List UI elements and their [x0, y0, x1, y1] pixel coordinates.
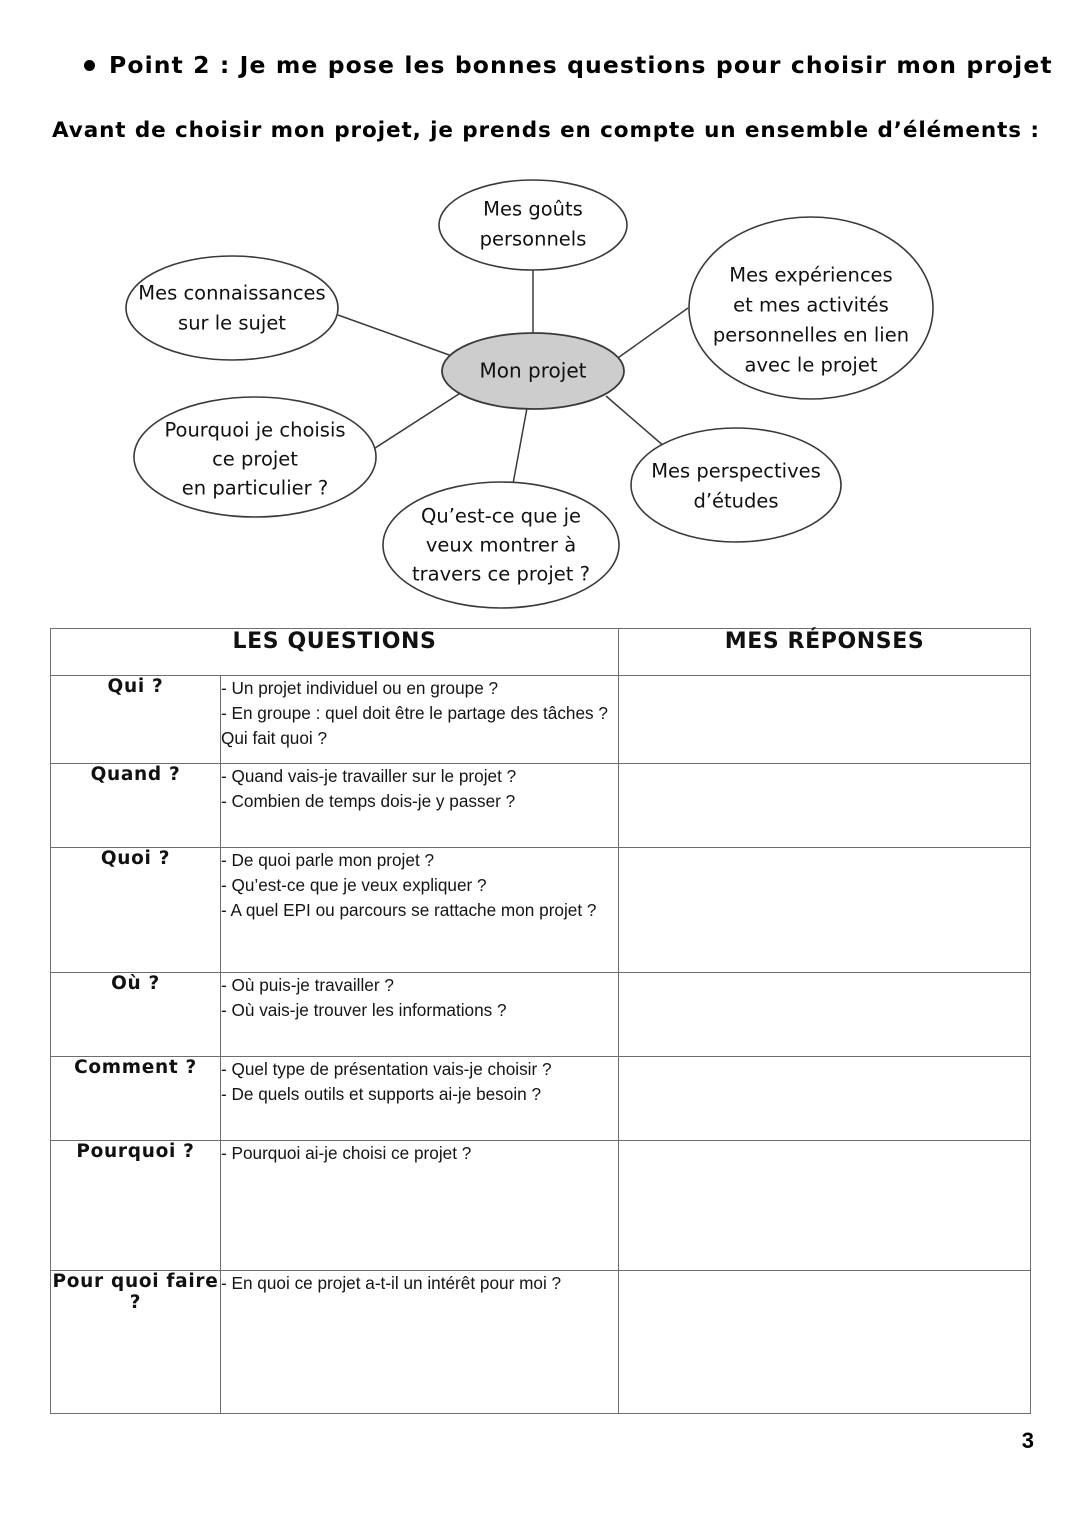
mindmap-node-montrer: Qu’est-ce que je veux montrer à travers …: [382, 481, 620, 609]
row-label-pourquoi: Pourquoi ?: [50, 1140, 221, 1271]
node-gouts-line-0: Mes goûts: [483, 198, 583, 221]
node-experiences-line-3: avec le projet: [745, 354, 878, 377]
mindmap-node-experiences: Mes expériences et mes activités personn…: [688, 216, 934, 400]
row-questions-quoi: - De quoi parle mon projet ? - Qu’est-ce…: [219, 847, 620, 973]
page-number: 3: [1021, 1428, 1034, 1453]
table-row: Quand ? - Quand vais-je travailler sur l…: [50, 763, 1032, 848]
node-experiences-line-1: et mes activités: [733, 294, 889, 317]
table-header-row: LES QUESTIONS MES RÉPONSES: [49, 628, 1032, 676]
row-questions-ou: - Où puis-je travailler ? - Où vais-je t…: [219, 972, 620, 1057]
mindmap-node-pourquoi: Pourquoi je choisis ce projet en particu…: [133, 396, 377, 518]
node-montrer-line-1: veux montrer à: [426, 534, 576, 557]
question-line: - Combien de temps dois-je y passer ?: [221, 790, 516, 811]
bullet-dot-icon: [84, 60, 95, 71]
question-line: - Qu’est-ce que je veux expliquer ?: [221, 874, 487, 895]
node-gouts-line-1: personnels: [480, 228, 587, 251]
table-row: Pourquoi ? - Pourquoi ai-je choisi ce pr…: [50, 1140, 1032, 1271]
node-pourquoi-line-2: en particulier ?: [182, 477, 328, 500]
mindmap-node-connaissances: Mes connaissances sur le sujet: [125, 255, 339, 361]
row-questions-pour-quoi-faire: - En quoi ce projet a-t-il un intérêt po…: [219, 1270, 620, 1414]
question-line: - De quels outils et supports ai-je beso…: [221, 1083, 542, 1104]
answer-cell-ou[interactable]: [618, 972, 1032, 1057]
row-label-comment: Comment ?: [50, 1056, 221, 1141]
row-label-quand: Quand ?: [50, 763, 221, 848]
table-row: Comment ? - Quel type de présentation va…: [50, 1056, 1032, 1141]
table-row: Où ? - Où puis-je travailler ? - Où vais…: [50, 972, 1032, 1057]
question-line: - Un projet individuel ou en groupe ?: [221, 678, 499, 698]
row-questions-pourquoi: - Pourquoi ai-je choisi ce projet ?: [219, 1140, 620, 1271]
row-label-ou: Où ?: [50, 972, 221, 1057]
node-experiences-line-0: Mes expériences: [729, 264, 892, 287]
answer-cell-quoi[interactable]: [618, 847, 1032, 973]
node-montrer-line-0: Qu’est-ce que je: [421, 505, 581, 528]
table-row: Qui ? - Un projet individuel ou en group…: [50, 675, 1032, 764]
node-perspectives-line-1: d’études: [693, 490, 778, 513]
mindmap-diagram: Mes goûts personnels Mes connaissances s…: [0, 160, 1080, 615]
mindmap-node-perspectives: Mes perspectives d’études: [630, 427, 842, 543]
answer-cell-pour-quoi-faire[interactable]: [618, 1270, 1032, 1414]
node-center-label: Mon projet: [480, 359, 587, 383]
questions-answers-table: LES QUESTIONS MES RÉPONSES Qui ? - Un pr…: [49, 628, 1032, 1414]
row-questions-comment: - Quel type de présentation vais-je choi…: [219, 1056, 620, 1141]
node-experiences-line-2: personnelles en lien: [713, 324, 909, 347]
question-line: - En quoi ce projet a-t-il un intérêt po…: [221, 1273, 562, 1293]
node-pourquoi-line-0: Pourquoi je choisis: [164, 419, 345, 442]
question-line: - De quoi parle mon projet ?: [221, 850, 435, 870]
node-montrer-line-2: travers ce projet ?: [412, 563, 590, 586]
connector-pourquoi: [371, 391, 463, 451]
node-pourquoi-line-1: ce projet: [212, 448, 298, 471]
row-questions-qui: - Un projet individuel ou en groupe ? - …: [219, 675, 620, 764]
answer-cell-quand[interactable]: [618, 763, 1032, 848]
header-les-questions: LES QUESTIONS: [49, 628, 620, 676]
row-label-quoi: Quoi ?: [50, 847, 221, 973]
connector-experiences: [614, 307, 689, 361]
question-line: - A quel EPI ou parcours se rattache mon…: [221, 899, 597, 920]
question-line: - Quand vais-je travailler sur le projet…: [221, 766, 517, 786]
row-questions-quand: - Quand vais-je travailler sur le projet…: [219, 763, 620, 848]
answer-cell-qui[interactable]: [618, 675, 1032, 764]
connector-connaissances: [337, 314, 453, 357]
node-perspectives-line-0: Mes perspectives: [651, 460, 821, 483]
row-label-pour-quoi-faire: Pour quoi faire ?: [50, 1270, 221, 1414]
header-mes-reponses: MES RÉPONSES: [618, 628, 1032, 676]
mindmap-node-center: Mon projet: [441, 332, 625, 410]
question-line: - Où vais-je trouver les informations ?: [221, 999, 507, 1020]
page-heading-text: Point 2 : Je me pose les bonnes question…: [109, 51, 1053, 79]
answer-cell-comment[interactable]: [618, 1056, 1032, 1141]
mindmap-node-gouts: Mes goûts personnels: [438, 179, 628, 271]
question-line: - Où puis-je travailler ?: [221, 975, 394, 995]
node-connaissances-line-0: Mes connaissances: [138, 282, 325, 305]
question-line: - Pourquoi ai-je choisi ce projet ?: [221, 1143, 472, 1163]
table-row: Quoi ? - De quoi parle mon projet ? - Qu…: [50, 847, 1032, 973]
row-label-qui: Qui ?: [50, 675, 221, 764]
question-line: - En groupe : quel doit être le partage …: [221, 702, 608, 748]
table-row: Pour quoi faire ? - En quoi ce projet a-…: [50, 1270, 1032, 1414]
intro-paragraph: Avant de choisir mon projet, je prends e…: [52, 118, 1040, 143]
page-heading: Point 2 : Je me pose les bonnes question…: [84, 51, 1053, 79]
answer-cell-pourquoi[interactable]: [618, 1140, 1032, 1271]
node-connaissances-line-1: sur le sujet: [178, 312, 286, 335]
question-line: - Quel type de présentation vais-je choi…: [221, 1059, 552, 1079]
